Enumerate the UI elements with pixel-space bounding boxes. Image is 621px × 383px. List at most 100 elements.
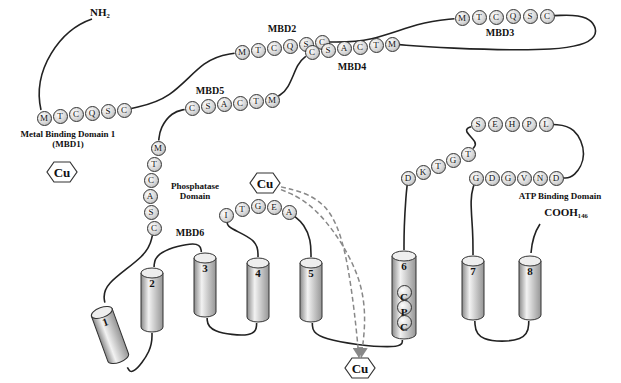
helix-cylinder bbox=[246, 257, 270, 323]
residue-letter: Q bbox=[510, 12, 517, 21]
amino-acid-bead: C bbox=[397, 285, 412, 300]
residue-letter: M bbox=[388, 40, 396, 49]
residue-letter: G bbox=[505, 174, 512, 183]
amino-acid-bead: D bbox=[485, 171, 500, 186]
amino-acid-bead: G bbox=[446, 153, 461, 168]
residue-letter: G bbox=[473, 174, 480, 183]
ion-symbol: Cu bbox=[54, 166, 71, 179]
helix-cylinder bbox=[461, 255, 485, 321]
amino-acid-bead: N bbox=[533, 171, 548, 186]
residue-letter: T bbox=[465, 150, 471, 159]
amino-acid-bead: T bbox=[53, 109, 68, 124]
amino-acid-bead: T bbox=[472, 10, 487, 25]
amino-acid-bead: K bbox=[416, 165, 431, 180]
residue-letter: T bbox=[57, 112, 63, 121]
amino-acid-bead: C bbox=[185, 101, 200, 116]
helix-cylinder bbox=[140, 267, 164, 333]
residue-letter: T bbox=[373, 41, 379, 50]
amino-acid-bead: I bbox=[219, 208, 234, 223]
backbone-chain bbox=[553, 125, 583, 178]
backbone-chain bbox=[127, 333, 152, 371]
amino-acid-bead: M bbox=[385, 37, 400, 52]
backbone-chain bbox=[404, 185, 407, 250]
residue-letter: S bbox=[527, 12, 532, 21]
n-terminus-chain bbox=[39, 19, 92, 110]
helix-cylinder bbox=[88, 303, 131, 368]
copper-ion: Cu bbox=[344, 357, 376, 379]
residue-letter: Q bbox=[287, 42, 294, 51]
amino-acid-bead: G bbox=[501, 171, 516, 186]
amino-acid-bead: H bbox=[505, 117, 520, 132]
amino-acid-bead: T bbox=[431, 159, 446, 174]
amino-acid-bead: C bbox=[117, 103, 132, 118]
amino-acid-bead: T bbox=[147, 157, 162, 172]
transmembrane-helix: 8 bbox=[518, 255, 542, 321]
residue-letter: G bbox=[255, 202, 262, 211]
backbone-chain bbox=[312, 323, 402, 347]
amino-acid-bead: S bbox=[321, 43, 336, 58]
amino-acid-bead: T bbox=[235, 202, 250, 217]
transmembrane-helix: 6CPC bbox=[391, 250, 417, 340]
domain-label: MBD6 bbox=[176, 227, 204, 238]
c-terminus-chain bbox=[531, 224, 540, 253]
amino-acid-bead: A bbox=[337, 41, 352, 56]
copper-ion: Cu bbox=[46, 161, 78, 183]
amino-acid-bead: C bbox=[353, 40, 368, 55]
residue-letter: C bbox=[493, 13, 499, 22]
ion-symbol: Cu bbox=[257, 177, 274, 190]
residue-letter: T bbox=[239, 205, 245, 214]
residue-letter: M bbox=[458, 14, 466, 23]
domain-label: MBD3 bbox=[486, 27, 514, 38]
amino-acid-bead: S bbox=[523, 9, 538, 24]
amino-acid-bead: D bbox=[549, 171, 564, 186]
amino-acid-bead: E bbox=[267, 200, 282, 215]
terminus-label: NH₂ bbox=[90, 6, 110, 18]
backbone-chain bbox=[278, 56, 306, 96]
residue-letter: T bbox=[253, 97, 259, 106]
helix-cylinder bbox=[518, 255, 542, 321]
residue-letter: C bbox=[73, 110, 79, 119]
amino-acid-bead: V bbox=[517, 171, 532, 186]
helix-number: 4 bbox=[246, 257, 270, 279]
residue-letter: C bbox=[121, 106, 127, 115]
amino-acid-bead: L bbox=[539, 117, 554, 132]
residue-letter: C bbox=[148, 176, 154, 185]
residue-letter: V bbox=[521, 174, 528, 183]
helix-number: 7 bbox=[461, 255, 485, 277]
amino-acid-bead: M bbox=[265, 93, 280, 108]
residue-letter: D bbox=[405, 174, 412, 183]
residue-letter: E bbox=[492, 120, 498, 129]
amino-acid-bead: M bbox=[455, 11, 470, 26]
residue-letter: C bbox=[400, 311, 408, 333]
helix-number: 5 bbox=[299, 257, 323, 279]
amino-acid-bead: S bbox=[471, 117, 486, 132]
amino-acid-bead: P bbox=[397, 300, 412, 315]
helix-cylinder bbox=[299, 257, 323, 323]
residue-letter: E bbox=[271, 203, 277, 212]
domain-label: Metal Binding Domain 1 (MBD1) bbox=[7, 130, 129, 150]
helix-number: 2 bbox=[140, 267, 164, 289]
amino-acid-bead: M bbox=[151, 141, 166, 156]
residue-letter: M bbox=[154, 144, 162, 153]
residue-letter: T bbox=[435, 162, 441, 171]
residue-letter: L bbox=[543, 120, 549, 129]
helix-cylinder bbox=[193, 252, 217, 318]
residue-letter: C bbox=[189, 104, 195, 113]
residue-letter: A bbox=[221, 100, 228, 109]
residue-letter: A bbox=[286, 208, 293, 217]
backbone-chain bbox=[159, 109, 185, 140]
amino-acid-bead: C bbox=[233, 96, 248, 111]
helix-number: 8 bbox=[518, 255, 542, 277]
helix-number: 3 bbox=[193, 252, 217, 274]
terminus-label: COOH₁₄₆ bbox=[544, 206, 588, 218]
residue-letter: C bbox=[544, 12, 550, 21]
amino-acid-bead: S bbox=[144, 205, 159, 220]
amino-acid-bead: D bbox=[401, 171, 416, 186]
backbone-chain bbox=[227, 222, 258, 257]
amino-acid-bead: G bbox=[251, 199, 266, 214]
residue-letter: C bbox=[357, 43, 363, 52]
copper-transport-arrow bbox=[281, 190, 365, 357]
amino-acid-bead: P bbox=[522, 117, 537, 132]
amino-acid-bead: S bbox=[201, 99, 216, 114]
